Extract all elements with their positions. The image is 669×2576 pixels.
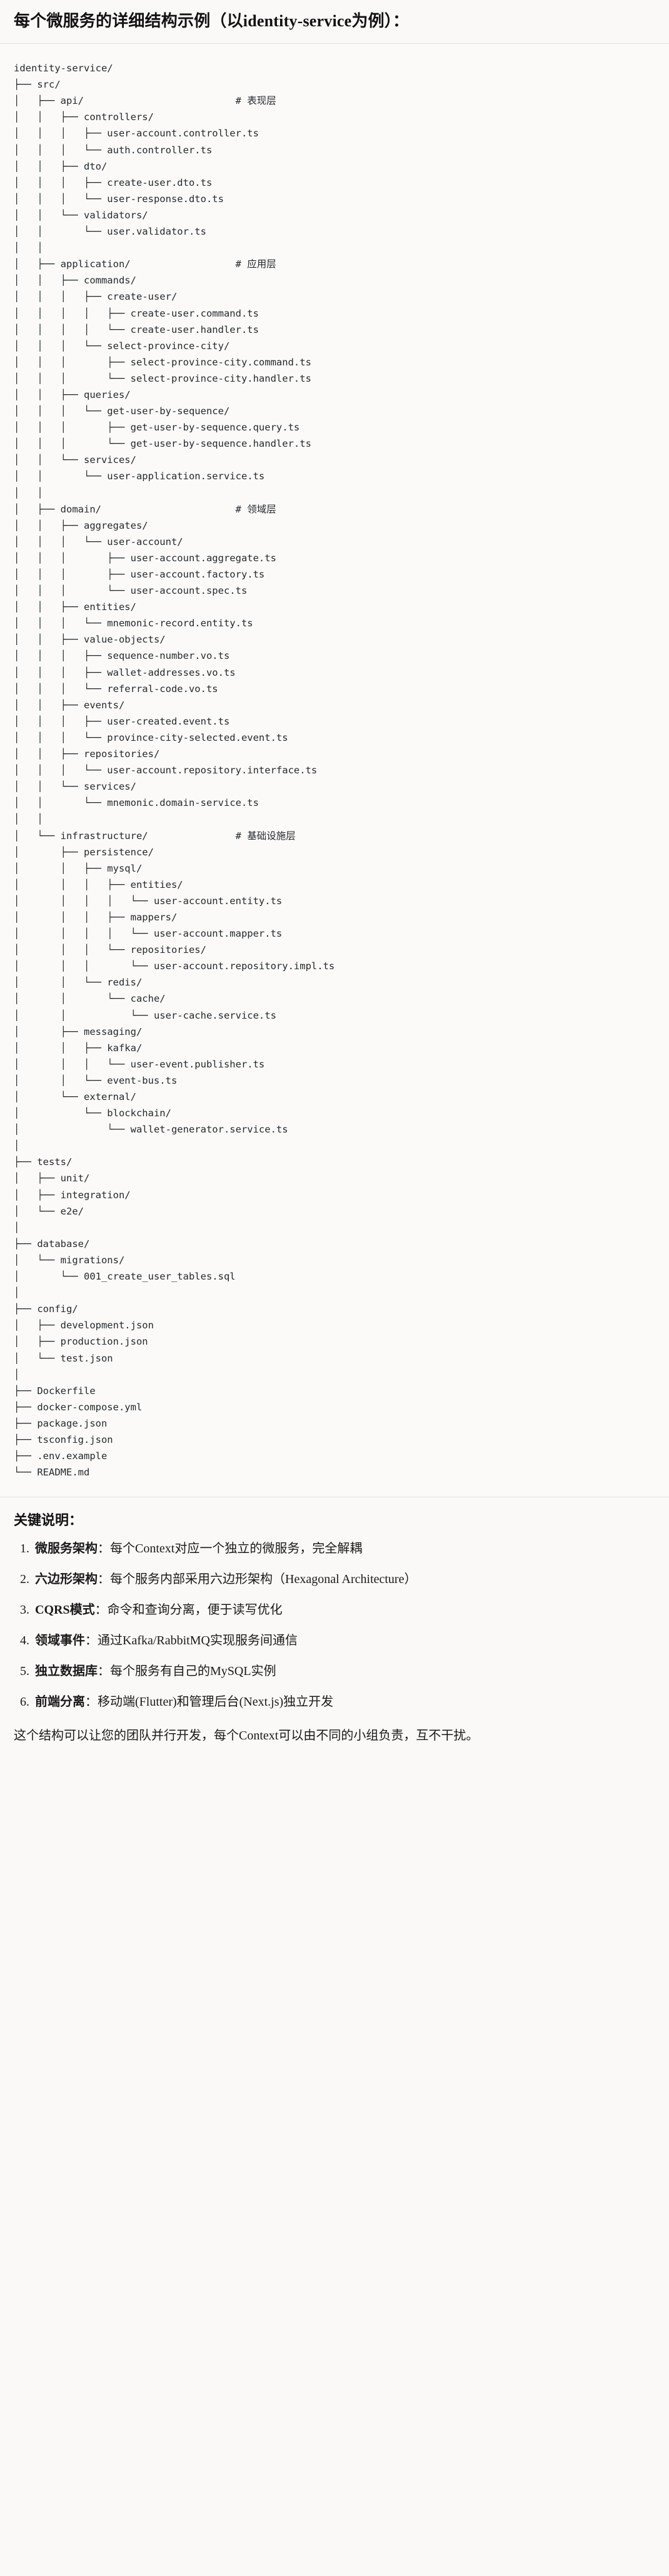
key-note-term: 六边形架构 [35, 1572, 98, 1587]
key-note-description: 每个Context对应一个独立的微服务，完全解耦 [110, 1542, 363, 1556]
key-note-separator: ： [98, 1542, 110, 1556]
key-note-description: 移动端(Flutter)和管理后台(Next.js)独立开发 [98, 1695, 334, 1709]
key-notes-title: 关键说明： [14, 1512, 83, 1529]
key-note-term: 领域事件 [35, 1634, 85, 1648]
key-note-item: 独立数据库：每个服务有自己的MySQL实例 [33, 1662, 655, 1681]
directory-tree: identity-service/ ├── src/ │ ├── api/ # … [14, 63, 335, 1479]
key-note-separator: ： [94, 1603, 108, 1617]
key-note-separator: ： [85, 1634, 98, 1648]
key-note-item: 领域事件：通过Kafka/RabbitMQ实现服务间通信 [33, 1631, 655, 1651]
key-note-item: 六边形架构：每个服务内部采用六边形架构（Hexagonal Architectu… [33, 1570, 655, 1589]
key-note-term: 前端分离 [35, 1695, 85, 1709]
key-note-separator: ： [85, 1695, 98, 1709]
key-note-description: 命令和查询分离，便于读写优化 [107, 1603, 283, 1617]
key-note-separator: ： [98, 1664, 110, 1679]
key-notes-section: 关键说明： 微服务架构：每个Context对应一个独立的微服务，完全解耦六边形架… [0, 1497, 669, 1763]
key-note-item: CQRS模式：命令和查询分离，便于读写优化 [33, 1601, 655, 1620]
key-note-term: 独立数据库 [35, 1664, 98, 1679]
key-note-term: 微服务架构 [35, 1542, 98, 1556]
key-notes-list: 微服务架构：每个Context对应一个独立的微服务，完全解耦六边形架构：每个服务… [14, 1539, 655, 1712]
directory-tree-section: identity-service/ ├── src/ │ ├── api/ # … [0, 44, 669, 1498]
key-note-description: 每个服务有自己的MySQL实例 [110, 1664, 276, 1679]
key-note-item: 微服务架构：每个Context对应一个独立的微服务，完全解耦 [33, 1539, 655, 1559]
header-section: 每个微服务的详细结构示例（以identity-service为例）： [0, 0, 669, 44]
closing-note: 这个结构可以让您的团队并行开发，每个Context可以由不同的小组负责，互不干扰… [14, 1729, 479, 1743]
key-note-separator: ： [98, 1572, 110, 1587]
key-note-description: 通过Kafka/RabbitMQ实现服务间通信 [98, 1634, 298, 1648]
key-note-item: 前端分离：移动端(Flutter)和管理后台(Next.js)独立开发 [33, 1693, 655, 1712]
page-title: 每个微服务的详细结构示例（以identity-service为例）： [14, 12, 410, 30]
key-note-term: CQRS模式 [35, 1603, 95, 1617]
key-note-description: 每个服务内部采用六边形架构（Hexagonal Architecture） [110, 1572, 417, 1587]
page-root: 每个微服务的详细结构示例（以identity-service为例）： ident… [0, 0, 669, 1762]
